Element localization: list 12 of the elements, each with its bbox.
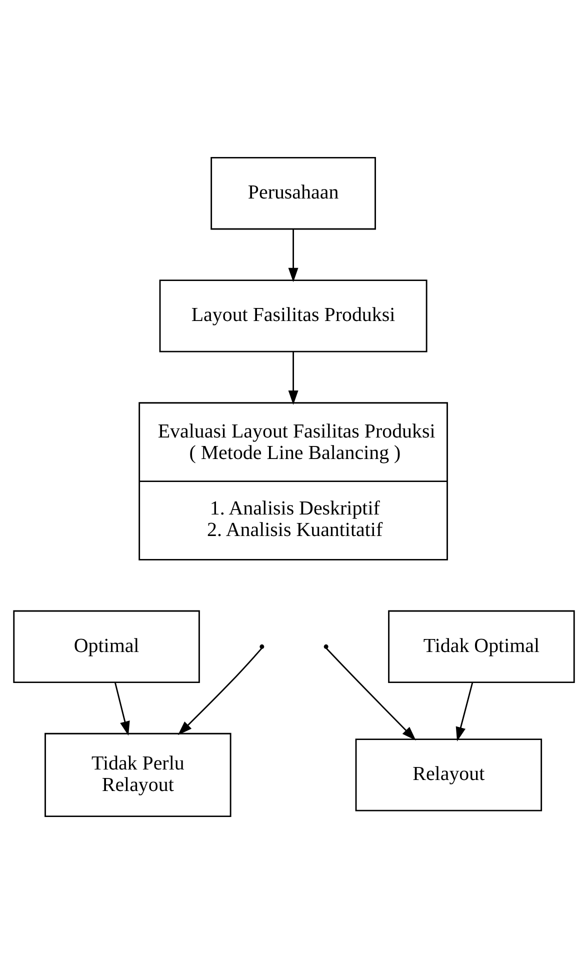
node-box: Optimal	[13, 610, 200, 683]
node-box: Tidak Perlu Relayout	[44, 732, 232, 817]
arrow	[326, 647, 416, 740]
arrow	[114, 682, 130, 736]
node-box: Relayout	[355, 738, 542, 811]
arrow	[288, 351, 298, 404]
arrow	[178, 647, 262, 735]
node-box: Layout Fasilitas Produksi	[159, 279, 428, 352]
node-box: Tidak Optimal	[388, 610, 575, 683]
arrow	[456, 682, 474, 741]
arrow	[288, 228, 298, 282]
node-box: Perusahaan	[210, 156, 376, 230]
